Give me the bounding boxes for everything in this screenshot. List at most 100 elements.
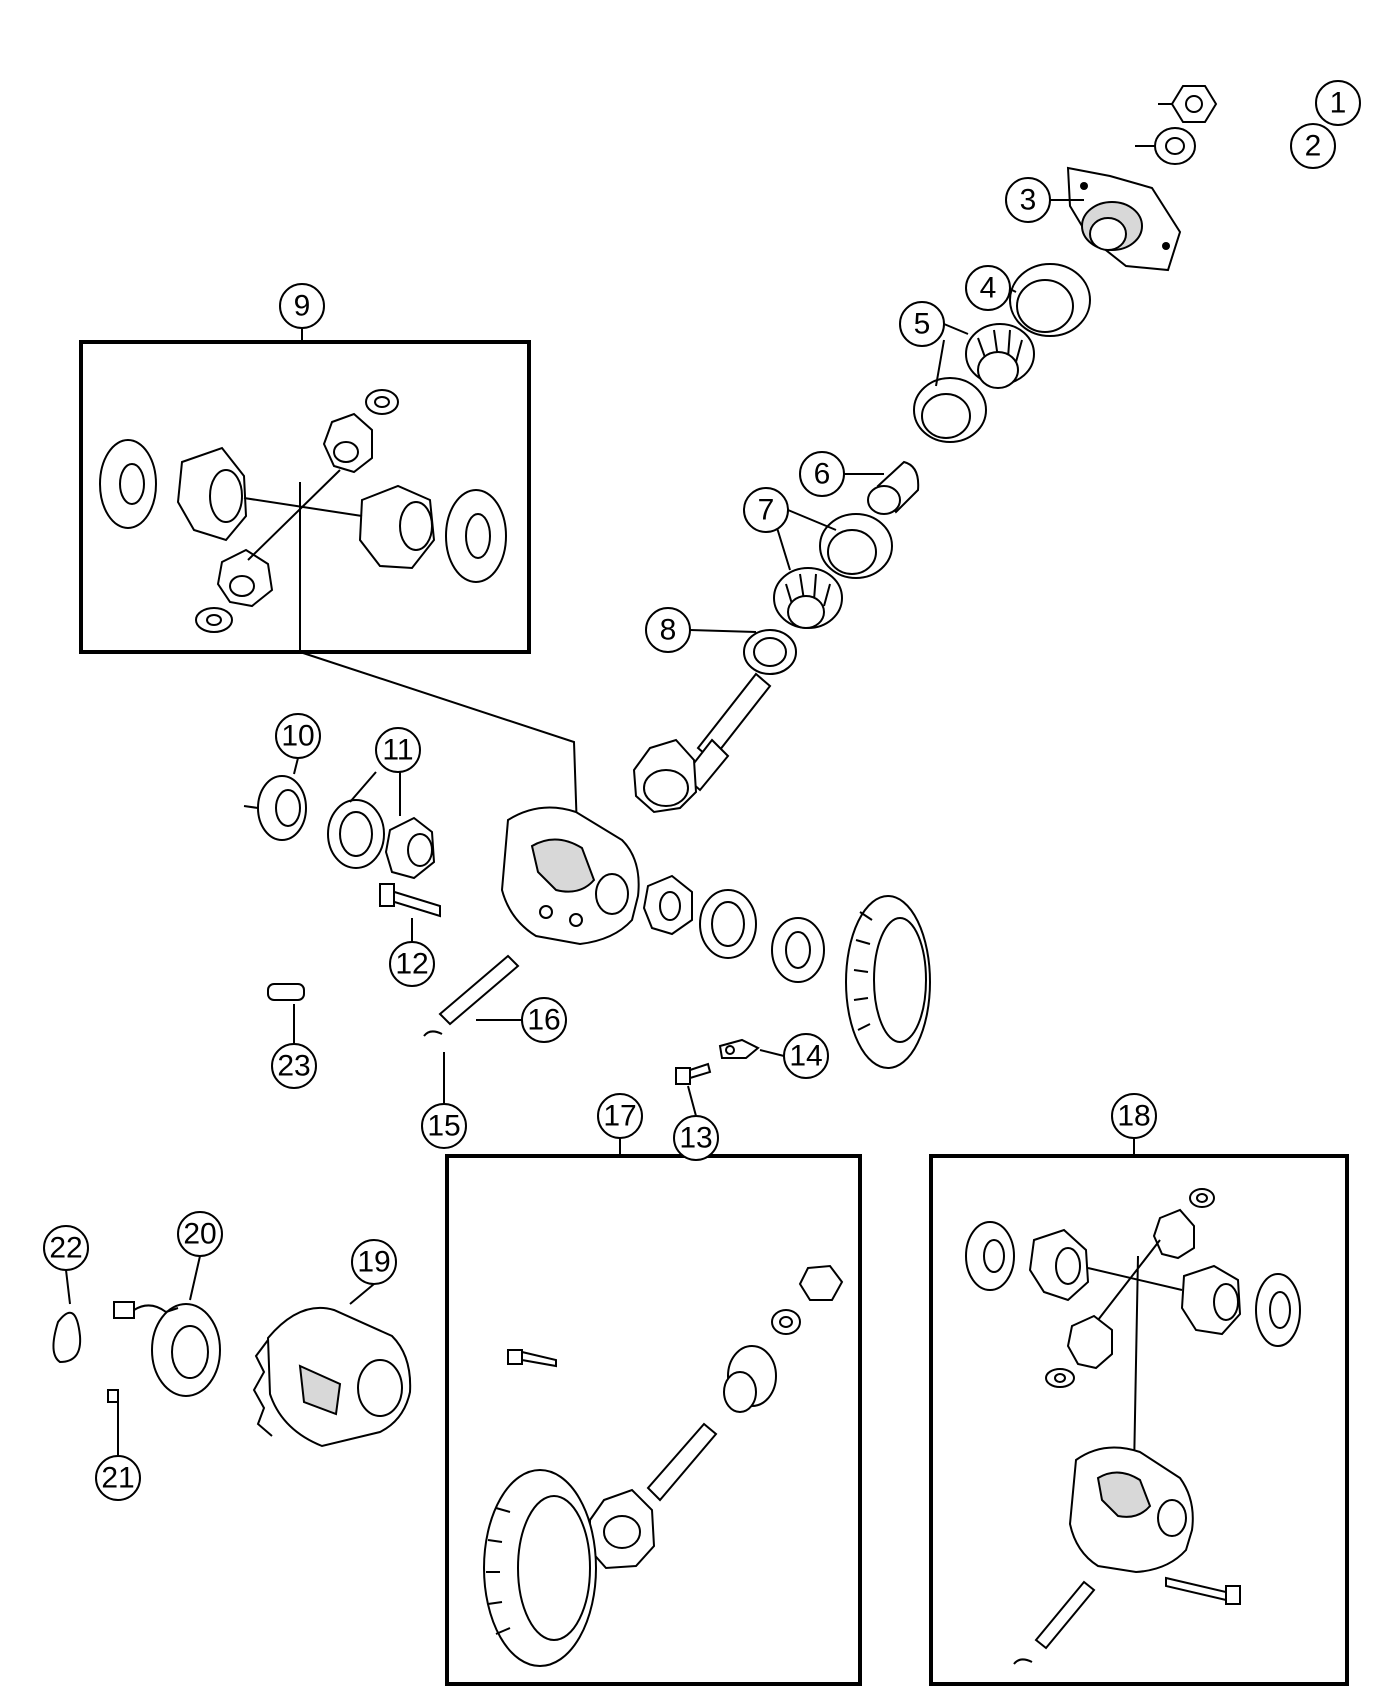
box18-washer-bottom	[1045, 1368, 1075, 1388]
callout-18: 18	[1111, 1093, 1157, 1139]
box18-washer-top	[1189, 1188, 1215, 1208]
box18-differential-case	[1068, 1446, 1194, 1574]
outer-pinion-bearing	[965, 323, 1035, 389]
pinion-nut	[1170, 85, 1218, 123]
callout-20: 20	[177, 1211, 223, 1257]
svg-text:5: 5	[914, 308, 931, 341]
callout-2: 2	[1290, 123, 1336, 169]
pinion-mate-shaft	[438, 954, 520, 1026]
callout-14: 14	[783, 1033, 829, 1079]
box18-side-gear-left	[1028, 1228, 1090, 1302]
callout-7: 7	[743, 487, 789, 533]
callout-17: 17	[597, 1093, 643, 1139]
callout-22: 22	[43, 1225, 89, 1271]
callout-8: 8	[645, 607, 691, 653]
box18-thrust-washer-right	[1255, 1273, 1301, 1347]
box18-axis-lines	[1087, 1239, 1183, 1471]
sensor-wire-clip	[52, 1311, 82, 1364]
callout-4: 4	[965, 265, 1011, 311]
locker-leader-lines	[65, 1255, 375, 1456]
pinion-mate-washer-top	[365, 389, 399, 415]
callout-9: 9	[279, 283, 325, 329]
gear-kit-box-9	[79, 340, 531, 654]
box17-ring-gear	[483, 1469, 597, 1667]
callout-15: 15	[421, 1103, 467, 1149]
callout-5: 5	[899, 301, 945, 347]
box18-side-gear-right	[1180, 1264, 1242, 1336]
callout-10: 10	[275, 713, 321, 759]
svg-text:21: 21	[101, 1462, 134, 1495]
sensor-connector	[113, 1301, 179, 1319]
pinion-seal	[1009, 263, 1091, 337]
carrier-bearing-cup-left	[327, 799, 385, 869]
svg-text:1: 1	[1330, 87, 1347, 120]
svg-text:18: 18	[1117, 1100, 1150, 1133]
callout-12: 12	[389, 941, 435, 987]
callout-6: 6	[799, 451, 845, 497]
case-kit-box-18	[929, 1154, 1349, 1686]
svg-text:11: 11	[382, 734, 413, 767]
pinion-shaft-lock-ring	[423, 1030, 443, 1037]
differential-case	[500, 806, 640, 946]
inner-pinion-bearing	[773, 567, 843, 629]
side-gear-thrust-washer-left	[99, 439, 157, 529]
pinion-mate-bottom	[216, 548, 274, 608]
box18-lock-ring	[1013, 1658, 1033, 1665]
svg-text:6: 6	[814, 458, 831, 491]
inner-bearing-cup	[819, 513, 893, 579]
adjuster-lock	[718, 1038, 760, 1059]
box18-pinion-mate-top	[1152, 1208, 1195, 1260]
box17-drive-pinion	[589, 1422, 718, 1570]
svg-text:9: 9	[294, 290, 311, 323]
callout-3: 3	[1005, 177, 1051, 223]
carrier-bearing-left	[243, 775, 307, 841]
svg-text:14: 14	[789, 1040, 822, 1073]
svg-text:23: 23	[277, 1050, 310, 1083]
box17-pinion-nut	[798, 1264, 844, 1301]
svg-text:4: 4	[980, 272, 997, 305]
box18-thrust-washer-left	[965, 1221, 1015, 1291]
callout-21: 21	[95, 1455, 141, 1501]
ring-and-pinion-box-17	[445, 1154, 862, 1686]
pinion-shim	[743, 629, 797, 675]
pinion-mate-top	[322, 412, 373, 474]
svg-text:15: 15	[427, 1110, 460, 1143]
sensor-screw	[107, 1389, 119, 1403]
bearing-cap-bolt	[675, 1062, 712, 1085]
carrier-bearing-cone-right	[642, 874, 693, 936]
side-gear-left	[176, 446, 248, 542]
carrier-bearing-cone-left	[384, 816, 436, 880]
svg-text:10: 10	[281, 720, 314, 753]
box17-ring-gear-bolt	[507, 1349, 557, 1368]
svg-text:8: 8	[660, 614, 677, 647]
callout-19: 19	[351, 1239, 397, 1285]
pinion-washer	[1154, 127, 1196, 165]
carrier-bearing-right	[771, 917, 825, 983]
leader-lines	[293, 103, 1172, 1156]
pinion-mate-washer-bottom	[195, 607, 233, 633]
drive-pinion-gear	[632, 672, 772, 814]
collapsible-spacer	[867, 460, 920, 515]
box18-pinion-mate-bottom	[1066, 1314, 1113, 1370]
kit-9-axis-lines	[243, 469, 363, 650]
callout-1: 1	[1315, 80, 1361, 126]
ring-gear	[845, 895, 931, 1069]
svg-text:12: 12	[395, 948, 428, 981]
svg-text:19: 19	[357, 1246, 390, 1279]
svg-text:16: 16	[527, 1004, 560, 1037]
outer-bearing-cup	[913, 377, 987, 443]
box18-ring-gear-bolt	[1165, 1576, 1241, 1605]
box18-pinion-shaft	[1034, 1580, 1096, 1650]
box17-washer	[771, 1309, 801, 1335]
box17-pinion-bearing	[723, 1345, 777, 1413]
svg-text:13: 13	[679, 1122, 712, 1155]
speed-sensor-ring	[151, 1303, 221, 1397]
callout-11: 11	[375, 727, 421, 773]
ring-gear-bolt	[379, 883, 441, 918]
companion-flange	[1066, 166, 1182, 272]
callout-23: 23	[271, 1043, 317, 1089]
callout-13: 13	[673, 1115, 719, 1161]
svg-text:22: 22	[49, 1232, 82, 1265]
side-gear-right	[358, 484, 436, 570]
